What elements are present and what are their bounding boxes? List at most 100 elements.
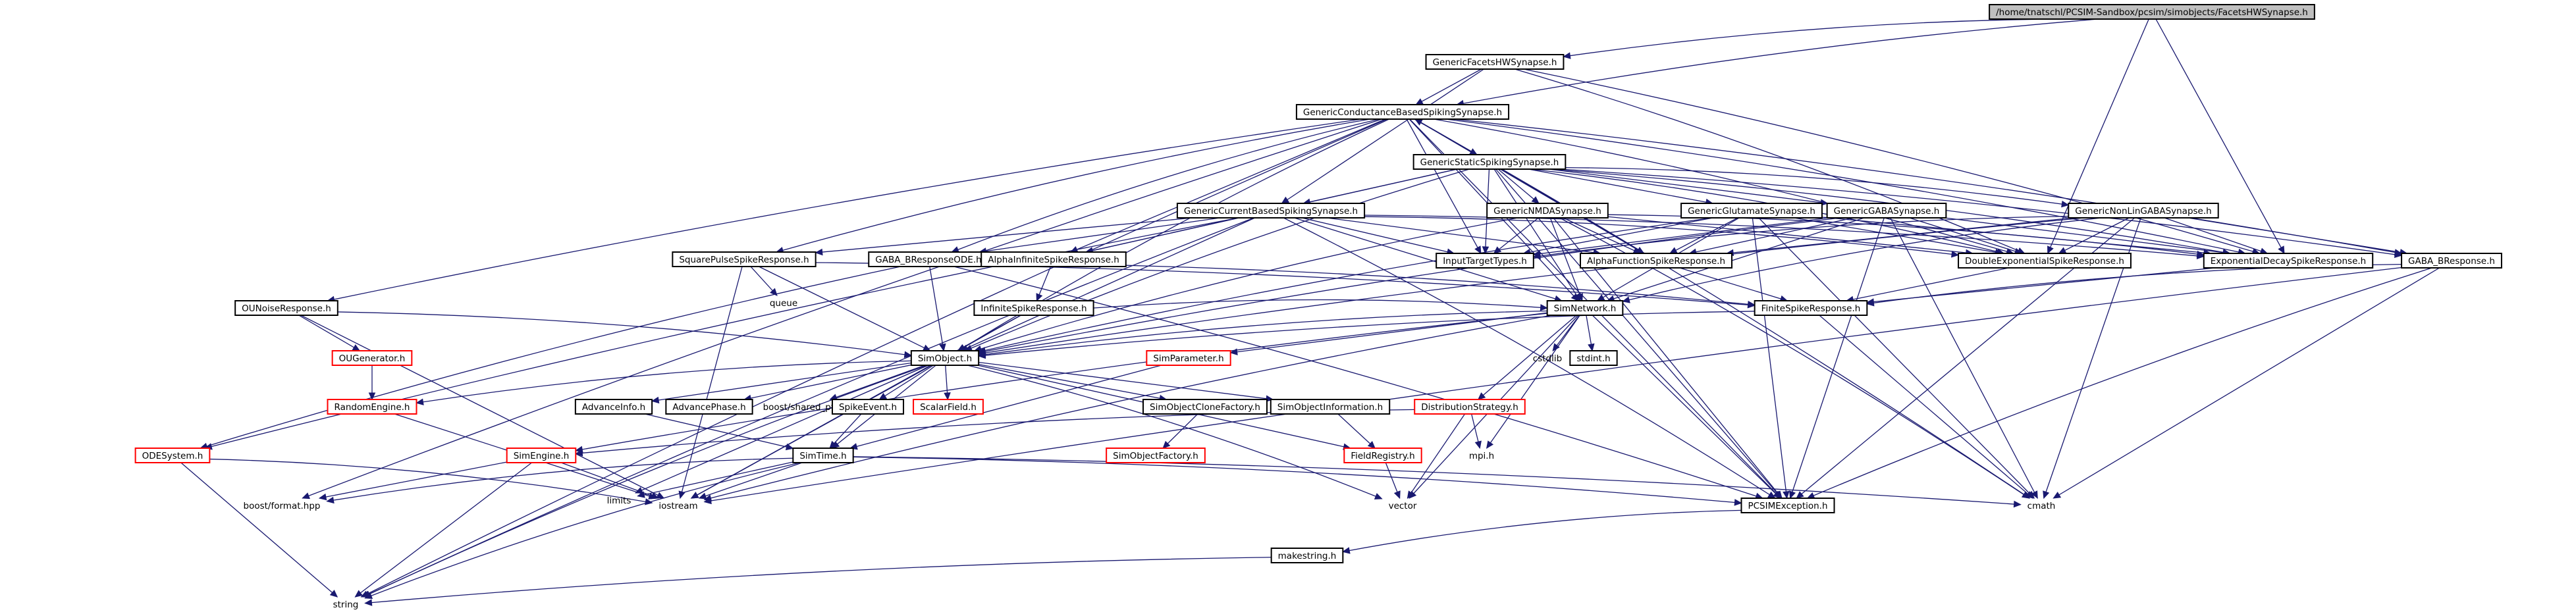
arrowhead-infspike-to-simnetwork [1540,303,1548,311]
edge-simengine-to-bformat [319,461,507,499]
node-randeng[interactable]: RandomEngine.h [327,399,417,415]
arrowhead-odesys-to-string [329,590,338,598]
arrowhead-simnetwork-to-mpi [1486,440,1494,449]
node-doubleexp[interactable]: DoubleExponentialSpikeResponse.h [1958,253,2132,269]
node-label-simnetwork: SimNetwork.h [1554,303,1617,314]
arrowhead-gsss-to-gnmda [1531,196,1540,204]
edge-ggaba-to-cmath [1890,217,2038,499]
node-simnetwork[interactable]: SimNetwork.h [1546,300,1624,316]
edge-diststrat-to-vector [1407,413,1466,499]
node-expdecay[interactable]: ExponentialDecaySpikeResponse.h [2203,253,2374,269]
node-clonefact[interactable]: SimObjectCloneFactory.h [1142,399,1268,415]
node-box-doubleexp [1958,253,2132,269]
node-advphase[interactable]: AdvancePhase.h [665,399,753,415]
arrowhead-simtime-to-bformat [326,496,335,504]
node-simengine[interactable]: SimEngine.h [506,448,577,463]
node-alphainf[interactable]: AlphaInfiniteSpikeResponse.h [980,251,1127,267]
node-odesys[interactable]: ODESystem.h [134,448,211,463]
graph-nodes: /home/tnatschl/PCSIM-Sandbox/pcsim/simob… [134,4,2502,610]
node-box-spikeevent [831,399,905,415]
node-gababode[interactable]: GABA_BResponseODE.h [868,251,989,267]
edge-gcurbss-to-sqpulse [815,217,1193,253]
arrowhead-ggaba-to-cmath [2031,490,2038,500]
edge-gnmda-to-simobject [974,217,1518,351]
arrowhead-simengine-to-bformat [318,493,327,501]
node-gcurbss[interactable]: GenericCurrentBasedSpikingSynapse.h [1176,203,1366,218]
edge-gcbss-to-sqpulse [776,118,1370,253]
node-simobject[interactable]: SimObject.h [910,350,980,366]
node-advinfo[interactable]: AdvanceInfo.h [574,399,653,415]
node-label-simobject: SimObject.h [918,353,972,364]
node-iostream[interactable]: iostream [658,501,697,511]
node-gnonlin[interactable]: GenericNonLinGABASynapse.h [2068,203,2219,218]
node-cstdlib[interactable]: cstdlib [1533,353,1562,364]
arrowhead-gglu-to-pcsimexc [1783,490,1790,500]
node-gfhw[interactable]: GenericFacetsHWSynapse.h [1425,54,1565,70]
node-gglu[interactable]: GenericGlutamateSynapse.h [1680,203,1823,218]
node-label-cmath: cmath [2027,501,2056,511]
arrowhead-gcbss-to-inputtarget [1474,245,1482,255]
edge-gfhw-to-gcbss [1415,68,1482,105]
node-infspike[interactable]: InfiniteSpikeResponse.h [973,300,1094,316]
node-spikeevent[interactable]: SpikeEvent.h [831,399,905,415]
node-label-advinfo: AdvanceInfo.h [582,402,645,413]
node-inputtarget[interactable]: InputTargetTypes.h [1436,253,1534,269]
edge-gsss-to-simobject [965,168,1470,351]
node-label-queue: queue [770,298,797,309]
node-fieldreg[interactable]: FieldRegistry.h [1343,448,1422,463]
edge-gsss-to-gcbss [1414,118,1478,155]
edge-simnetwork-to-simobject [979,310,1547,356]
node-stdint[interactable]: stdint.h [1569,350,1618,366]
node-ounoise[interactable]: OUNoiseResponse.h [234,300,338,316]
node-cmath[interactable]: cmath [2027,501,2056,511]
node-mpi[interactable]: mpi.h [1469,451,1494,461]
edge-simtime-to-string [365,462,800,599]
node-ggaba[interactable]: GenericGABASynapse.h [1826,203,1947,218]
node-gnmda[interactable]: GenericNMDASynapse.h [1486,203,1609,218]
arrowhead-fieldreg-to-vector [1393,490,1401,500]
arrowhead-root-to-gfhw [1563,52,1571,59]
node-label-doubleexp: DoubleExponentialSpikeResponse.h [1965,256,2124,267]
node-box-gnmda [1486,203,1609,218]
arrowhead-simobject-to-objinfo [1265,395,1274,402]
node-ougen[interactable]: OUGenerator.h [331,350,413,366]
arrowhead-simnetwork-to-stdint [1588,343,1595,352]
node-diststrat[interactable]: DistributionStrategy.h [1414,399,1526,415]
edge-ggaba-to-simobject [979,217,1840,353]
node-queue[interactable]: queue [770,298,797,309]
arrowhead-simobject-to-scalarfield [944,392,951,401]
node-gsss[interactable]: GenericStaticSpikingSynapse.h [1412,154,1567,170]
arrowhead-alphainf-to-infspike [1036,293,1043,302]
node-makestring[interactable]: makestring.h [1270,548,1344,563]
edge-gfhw-to-doubleexp [1515,68,2025,254]
edge-ounoise-to-simobject [337,311,911,356]
node-objfactory[interactable]: SimObjectFactory.h [1106,448,1206,463]
edge-simobject-to-iostream [691,365,932,499]
node-alphafunc[interactable]: AlphaFunctionSpikeResponse.h [1579,253,1733,269]
node-box-simparam [1146,350,1231,366]
arrowhead-gabab-to-finitespike [1866,299,1875,307]
node-scalarfield[interactable]: ScalarField.h [913,399,984,415]
node-string[interactable]: string [333,600,359,610]
node-limits[interactable]: limits [607,496,631,506]
edge-infspike-to-simnetwork [1093,299,1547,309]
arrowhead-gcurbss-to-sqpulse [815,248,823,256]
node-gcbss[interactable]: GenericConductanceBasedSpikingSynapse.h [1295,104,1510,120]
arrowhead-gsss-to-gnonlin [2061,200,2070,208]
node-box-gcurbss [1176,203,1366,218]
node-simparam[interactable]: SimParameter.h [1146,350,1231,366]
node-bformat[interactable]: boost/format.hpp [244,501,321,511]
node-sqpulse[interactable]: SquarePulseSpikeResponse.h [672,251,817,267]
node-simtime[interactable]: SimTime.h [792,448,854,463]
arrowhead-gcurbss-to-doubleexp [1951,251,1960,258]
node-vector[interactable]: vector [1389,501,1417,511]
node-gabab[interactable]: GABA_BResponse.h [2401,253,2502,269]
node-objinfo[interactable]: SimObjectInformation.h [1270,399,1391,415]
node-root[interactable]: /home/tnatschl/PCSIM-Sandbox/pcsim/simob… [1989,4,2315,20]
node-label-fieldreg: FieldRegistry.h [1351,451,1414,461]
node-label-expdecay: ExponentialDecaySpikeResponse.h [2211,256,2366,267]
node-finitespike[interactable]: FiniteSpikeResponse.h [1754,300,1868,316]
edge-simobject-to-objinfo [979,361,1274,400]
node-pcsimexc[interactable]: PCSIMException.h [1740,498,1835,513]
